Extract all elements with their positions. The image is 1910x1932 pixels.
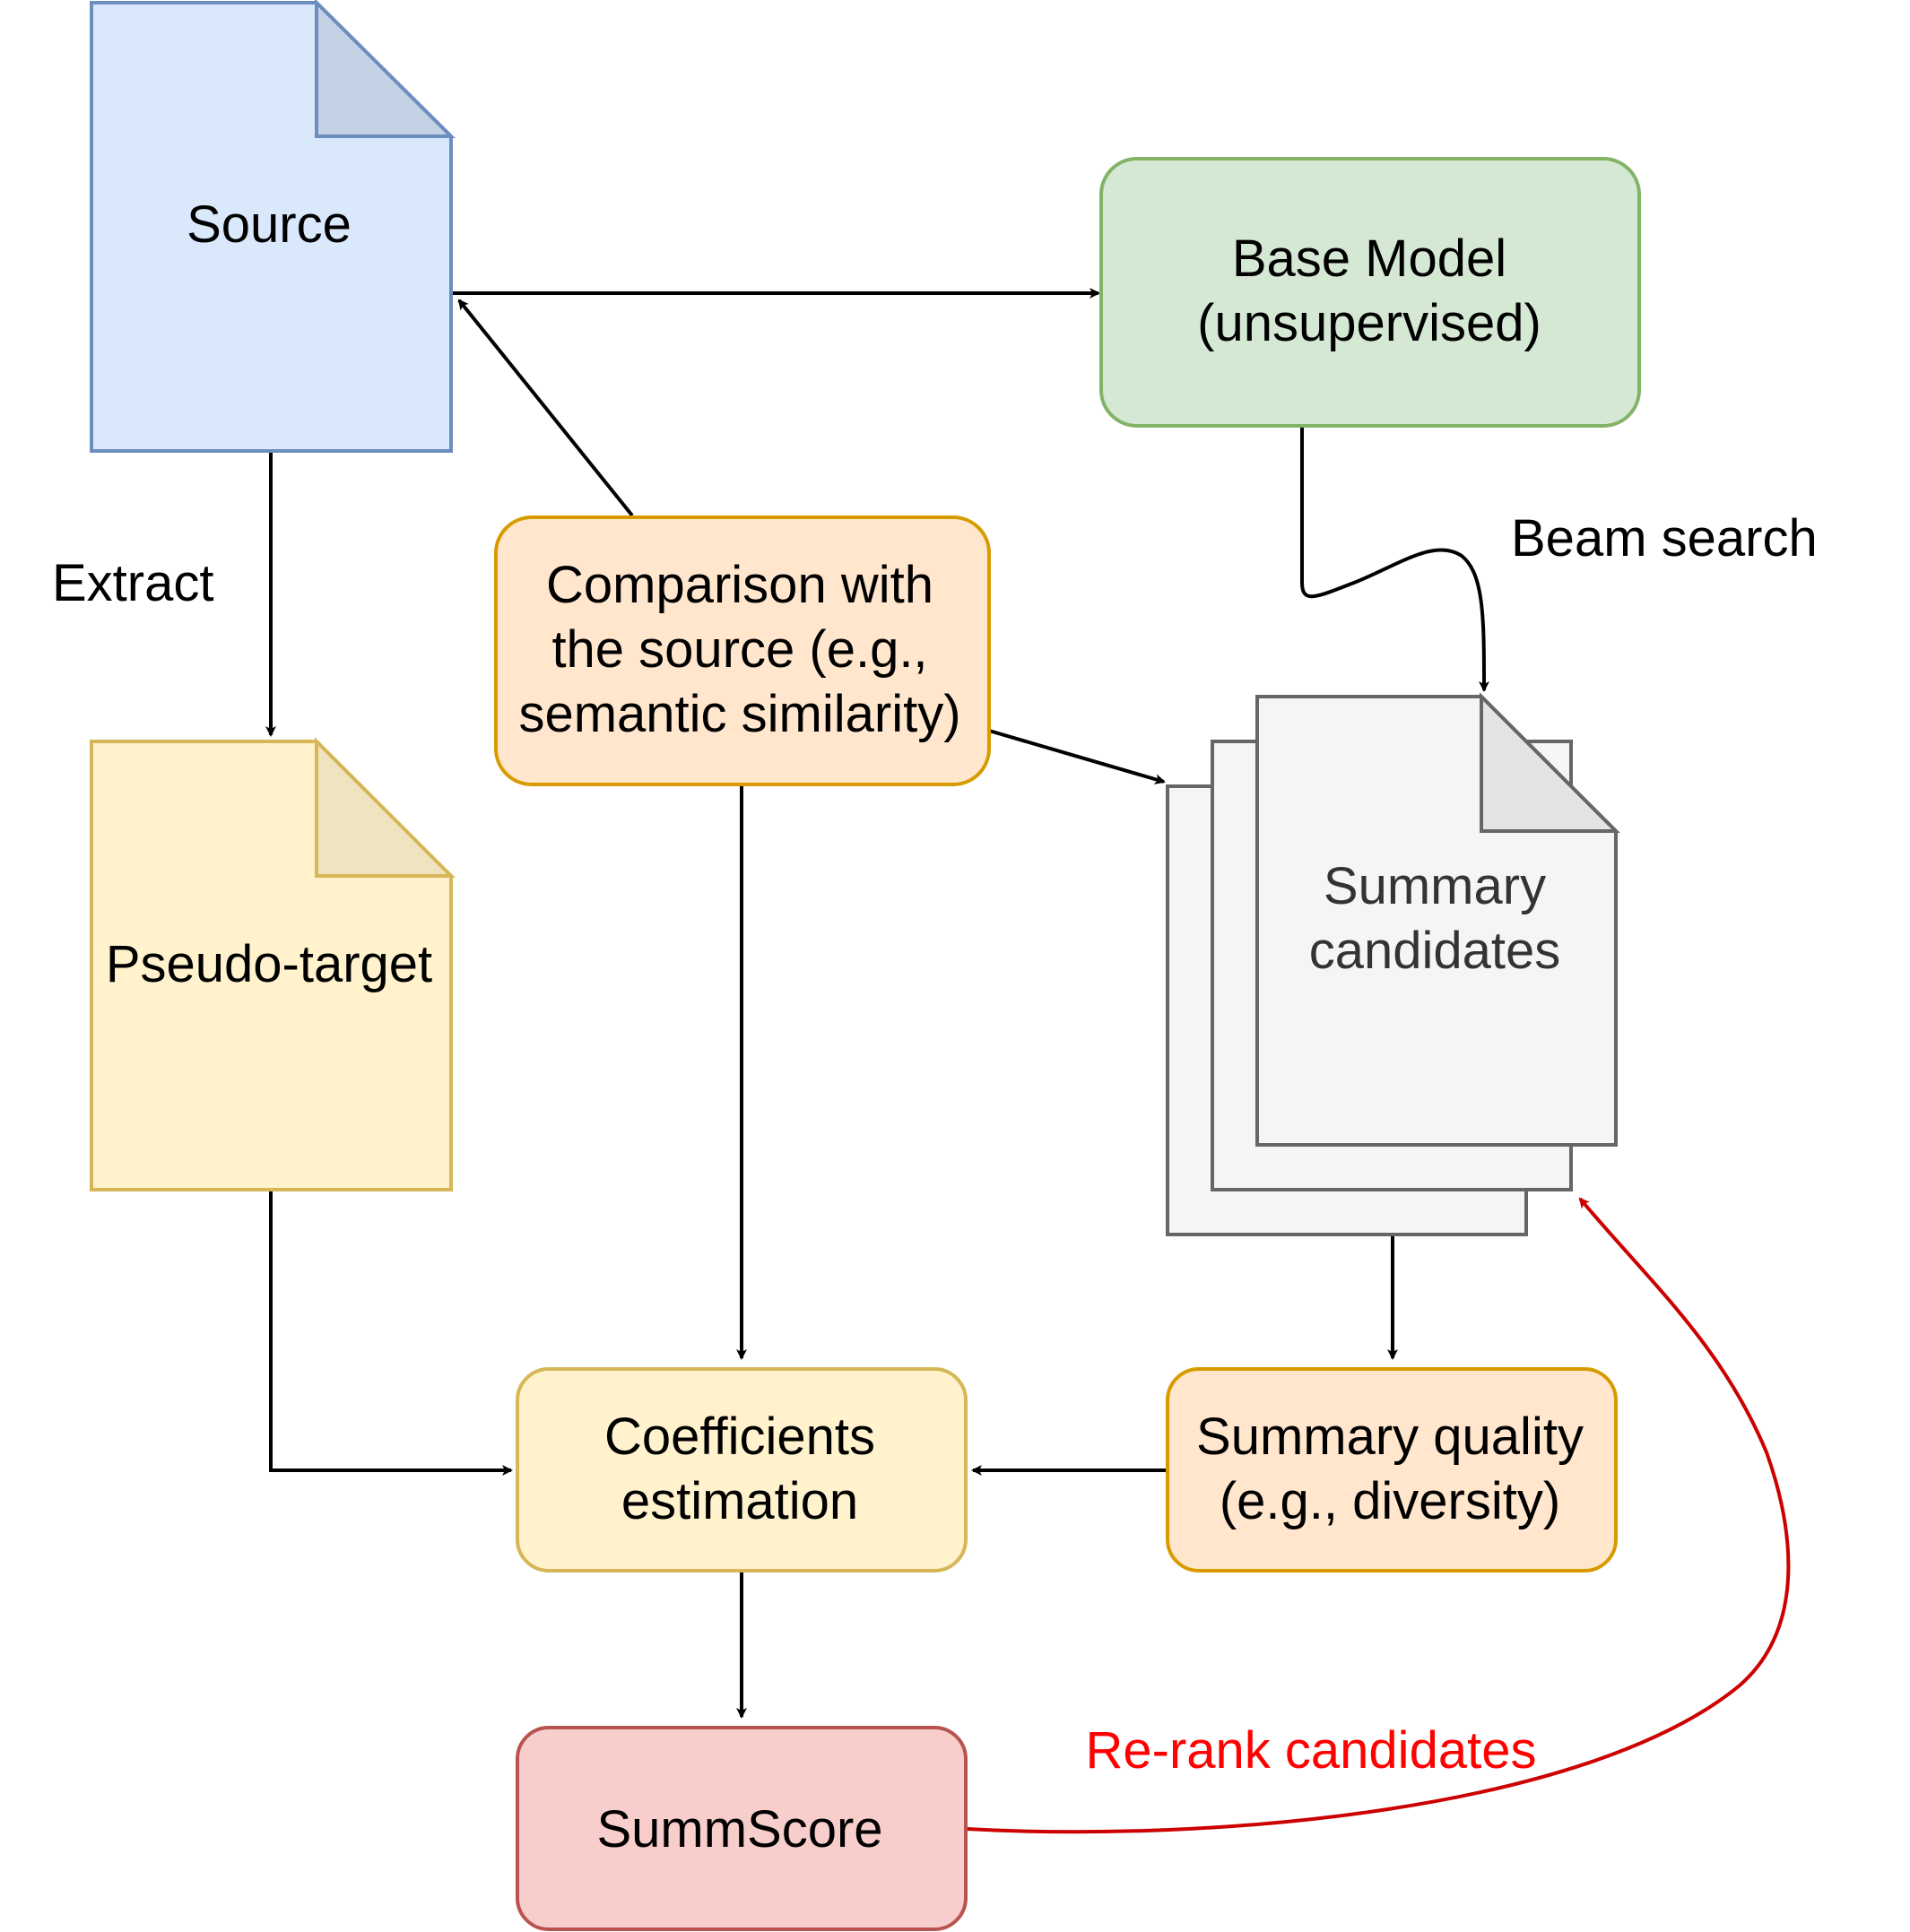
- base-model-label-line1: Base Model: [1232, 230, 1506, 288]
- source-node: Source: [90, 0, 456, 453]
- summary-quality-label-line2: (e.g., diversity): [1220, 1472, 1560, 1530]
- comparison-node: Comparison with the source (e.g., semant…: [494, 515, 991, 786]
- edge-rerank: [966, 1197, 1791, 1834]
- pseudo-target-label: Pseudo-target: [106, 935, 432, 993]
- beam-search-label: Beam search: [1511, 509, 1818, 567]
- rerank-label: Re-rank candidates: [1086, 1721, 1537, 1780]
- edge-pseudo-target-to-coefficients: [269, 1190, 513, 1476]
- summscore-node: SummScore: [516, 1726, 968, 1931]
- comparison-label-line1: Comparison with: [546, 556, 933, 614]
- edge-comparison-to-candidates: [988, 729, 1166, 784]
- summary-candidates-label-line1: Summary: [1324, 857, 1546, 915]
- edge-comparison-to-source: [457, 299, 634, 517]
- summary-candidates-node: Summary candidates: [1166, 692, 1620, 1236]
- base-model-label-line2: (unsupervised): [1197, 294, 1541, 352]
- source-label: Source: [187, 195, 352, 254]
- base-model-node: Base Model (unsupervised): [1099, 157, 1641, 428]
- edges: [265, 288, 1791, 1834]
- summary-quality-label-line1: Summary quality: [1196, 1408, 1584, 1466]
- summary-candidates-label-line2: candidates: [1309, 922, 1561, 980]
- extract-label: Extract: [52, 554, 214, 612]
- summscore-label: SummScore: [596, 1800, 882, 1858]
- edge-base-model-to-candidates: [1300, 427, 1489, 692]
- summary-quality-node: Summary quality (e.g., diversity): [1166, 1367, 1618, 1572]
- coefficients-label-line1: Coefficients: [604, 1408, 875, 1466]
- coefficients-node: Coefficients estimation: [516, 1367, 968, 1572]
- coefficients-label-line2: estimation: [621, 1472, 858, 1530]
- pseudo-target-node: Pseudo-target: [90, 737, 456, 1191]
- comparison-label-line2: the source (e.g.,: [551, 620, 927, 679]
- comparison-label-line3: semantic similarity): [518, 685, 960, 743]
